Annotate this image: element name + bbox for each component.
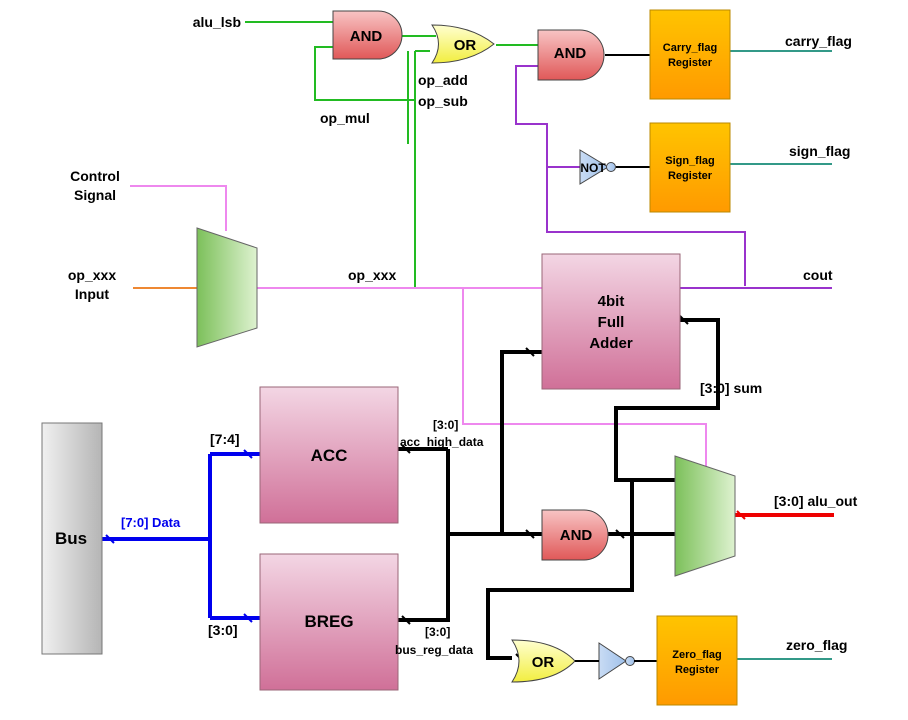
or-gate-top-label: OR (454, 37, 477, 54)
not-gate-zero (598, 642, 635, 680)
full-adder-label-3: Adder (589, 335, 633, 352)
signal-labels: alu_lsb op_add op_sub op_mul Control Sig… (68, 14, 858, 657)
bus-low-label: [3:0] (208, 622, 238, 638)
bus-label: Bus (55, 529, 87, 548)
zero-flag-register: Zero_flag Register (656, 615, 738, 706)
sign-flag-register: Sign_flag Register (649, 122, 731, 213)
and-gate-carry: AND (537, 29, 605, 81)
acc-high-bits-label: [3:0] (433, 418, 458, 432)
teal-wires (730, 50, 832, 660)
full-adder-label-2: Full (598, 314, 625, 331)
or-gate-top: OR (431, 24, 495, 64)
op-xxx-label: op_xxx (348, 267, 396, 283)
carry-flag-register-label: Carry_flag (663, 42, 717, 54)
alu-lsb-label: alu_lsb (193, 14, 241, 30)
carry-flag-label: carry_flag (785, 33, 852, 49)
bus-high-label: [7:4] (210, 431, 240, 447)
control-signal-label-2: Signal (74, 187, 116, 203)
acc-high-data-label: acc_high_data (400, 435, 484, 449)
and-gate-top: AND (332, 10, 403, 60)
green-wires (245, 21, 538, 288)
zero-flag-register-sublabel: Register (675, 664, 720, 676)
and-gate-carry-label: AND (554, 45, 587, 62)
black-wires (605, 54, 650, 168)
carry-flag-register-sublabel: Register (668, 57, 713, 69)
breg-label: BREG (304, 612, 353, 631)
op-sub-label: op_sub (418, 93, 468, 109)
sign-flag-label: sign_flag (789, 143, 850, 159)
zero-flag-register-label: Zero_flag (672, 649, 722, 661)
bus-reg-bits-label: [3:0] (425, 625, 450, 639)
not-gate-sign-label: NOT (580, 161, 606, 175)
cout-label: cout (803, 267, 833, 283)
control-signal-label-1: Control (70, 168, 120, 184)
zero-flag-label: zero_flag (786, 637, 847, 653)
op-xxx-input-label-1: op_xxx (68, 267, 116, 283)
sum-label: [3:0] sum (700, 380, 762, 396)
acc-block: ACC (259, 386, 399, 524)
acc-label: ACC (311, 446, 348, 465)
carry-flag-register: Carry_flag Register (649, 9, 731, 100)
op-add-label: op_add (418, 72, 468, 88)
or-gate-zero-label: OR (532, 654, 555, 671)
op-mul-label: op_mul (320, 110, 370, 126)
op-xxx-input-label-2: Input (75, 286, 110, 302)
bus-data-label: [7:0] Data (121, 515, 181, 530)
breg-block: BREG (259, 553, 399, 691)
bus-block: Bus (41, 422, 103, 655)
pink-wires (130, 185, 707, 466)
and-gate-mid: AND (541, 509, 609, 561)
not-gate-sign: NOT (579, 149, 616, 185)
output-mux (674, 455, 736, 577)
and-gate-mid-label: AND (560, 527, 593, 544)
full-adder-label-1: 4bit (598, 293, 625, 310)
or-gate-zero: OR (511, 639, 576, 683)
alu-out-label: [3:0] alu_out (774, 493, 858, 509)
and-gate-top-label: AND (350, 28, 383, 45)
sign-flag-register-label: Sign_flag (665, 155, 715, 167)
sign-flag-register-sublabel: Register (668, 170, 713, 182)
blue-data-bus (102, 452, 260, 620)
full-adder-block: 4bit Full Adder (541, 253, 681, 390)
purple-wires (515, 65, 832, 289)
bus-reg-data-label: bus_reg_data (395, 643, 473, 657)
input-mux (196, 227, 258, 348)
